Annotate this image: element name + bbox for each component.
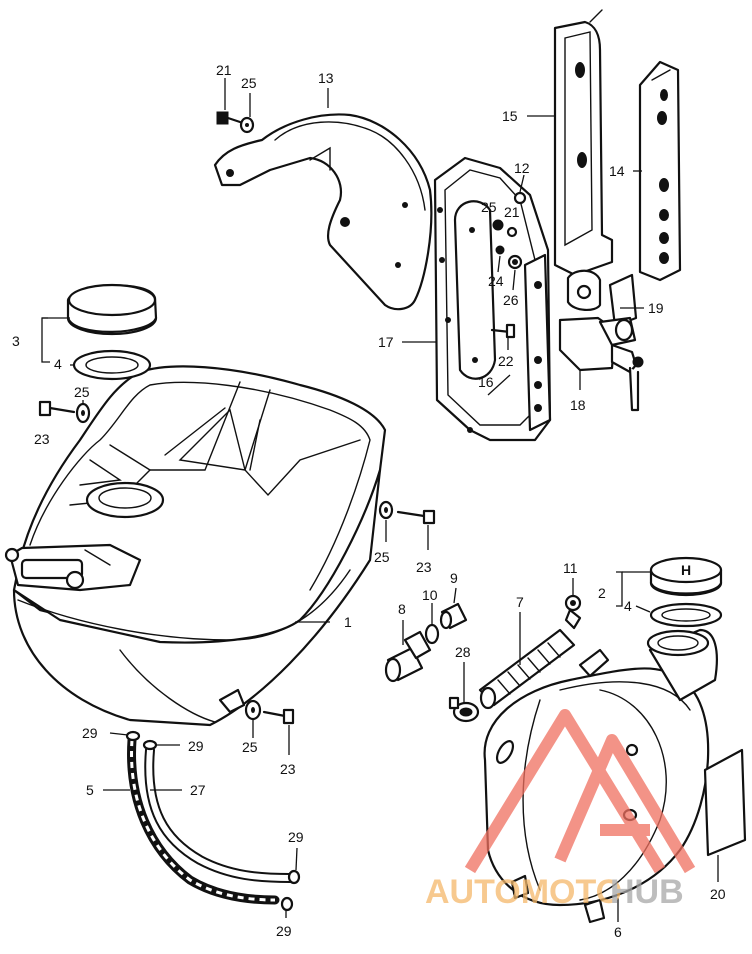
label-4-left: 4 [54, 356, 62, 372]
label-25-right: 25 [374, 549, 390, 565]
cap-gasket [72, 349, 152, 381]
washer-25-top [239, 116, 255, 134]
label-25-upper: 25 [74, 384, 90, 400]
part-labels: 1 2 3 4 4 5 6 7 8 9 10 11 12 13 14 15 16… [12, 62, 726, 940]
label-20: 20 [710, 886, 726, 902]
fuel-tank [4, 365, 387, 727]
bracket-13 [213, 113, 433, 311]
label-4-right: 4 [624, 598, 632, 614]
label-5: 5 [86, 782, 94, 798]
triangle-logo [464, 709, 696, 874]
watermark-text-part1: AUTOMOTO [425, 873, 622, 911]
leader-lines [41, 78, 719, 922]
fuel-hose-27 [144, 745, 295, 883]
label-25-lower: 25 [242, 739, 258, 755]
label-15: 15 [502, 108, 518, 124]
label-14: 14 [609, 163, 625, 179]
bolt-23-lower [262, 708, 295, 725]
washer-25-upper [75, 402, 91, 424]
bracket-19 [608, 273, 638, 328]
clip-11 [564, 594, 582, 630]
label-29-d: 29 [276, 923, 292, 939]
cover-17 [433, 156, 552, 442]
label-7: 7 [516, 594, 524, 610]
fuel-cap [66, 283, 158, 336]
bracket-15 [553, 9, 614, 277]
bolt-21-top [216, 111, 242, 125]
hose-clamp-28 [448, 696, 480, 723]
label-23-upper: 23 [34, 431, 50, 447]
label-29-b: 29 [188, 738, 204, 754]
fuel-cock-hose-7 [478, 628, 576, 710]
fuel-hose-5 [127, 735, 280, 905]
label-10: 10 [422, 587, 438, 603]
label-19: 19 [648, 300, 664, 316]
label-1: 1 [344, 614, 352, 630]
label-12: 12 [514, 160, 530, 176]
seat-lock-18 [558, 269, 644, 412]
label-23-lower: 23 [280, 761, 296, 777]
watermark: AUTOMOTO HUB [425, 709, 696, 911]
label-13: 13 [318, 70, 334, 86]
label-28: 28 [455, 644, 471, 660]
label-18: 18 [570, 397, 586, 413]
label-29-c: 29 [288, 829, 304, 845]
label-25-cluster: 25 [481, 199, 497, 215]
label-29-a: 29 [82, 725, 98, 741]
o-ring-10 [424, 623, 440, 645]
small-parts-cluster [490, 191, 527, 339]
label-16: 16 [478, 374, 494, 390]
label-3: 3 [12, 333, 20, 349]
label-25-top: 25 [241, 75, 257, 91]
washer-25-lower [244, 699, 262, 721]
label-2: 2 [598, 585, 606, 601]
fuel-strainer-8 [384, 630, 432, 683]
label-23-right: 23 [416, 559, 432, 575]
label-26: 26 [503, 292, 519, 308]
cap-emblem: H [681, 562, 691, 578]
label-22: 22 [498, 353, 514, 369]
reserve-tank-cap-2: H [649, 556, 723, 597]
label-17: 17 [378, 334, 394, 350]
bolt-23-right [396, 509, 436, 525]
label-8: 8 [398, 601, 406, 617]
label-24: 24 [488, 273, 504, 289]
washer-25-right [378, 500, 394, 520]
label-6: 6 [614, 924, 622, 940]
bracket-14 [638, 60, 682, 282]
label-9: 9 [450, 570, 458, 586]
reserve-cap-gasket-4 [649, 602, 723, 628]
bolt-23-upper [38, 400, 76, 417]
label-11: 11 [563, 560, 578, 576]
label-21-top: 21 [216, 62, 232, 78]
decal-20 [703, 748, 747, 857]
label-21-cluster: 21 [504, 204, 520, 220]
hose-clips [125, 730, 301, 912]
label-27: 27 [190, 782, 206, 798]
fuel-cock-nut-9 [439, 602, 468, 630]
watermark-text-part2: HUB [610, 873, 684, 911]
